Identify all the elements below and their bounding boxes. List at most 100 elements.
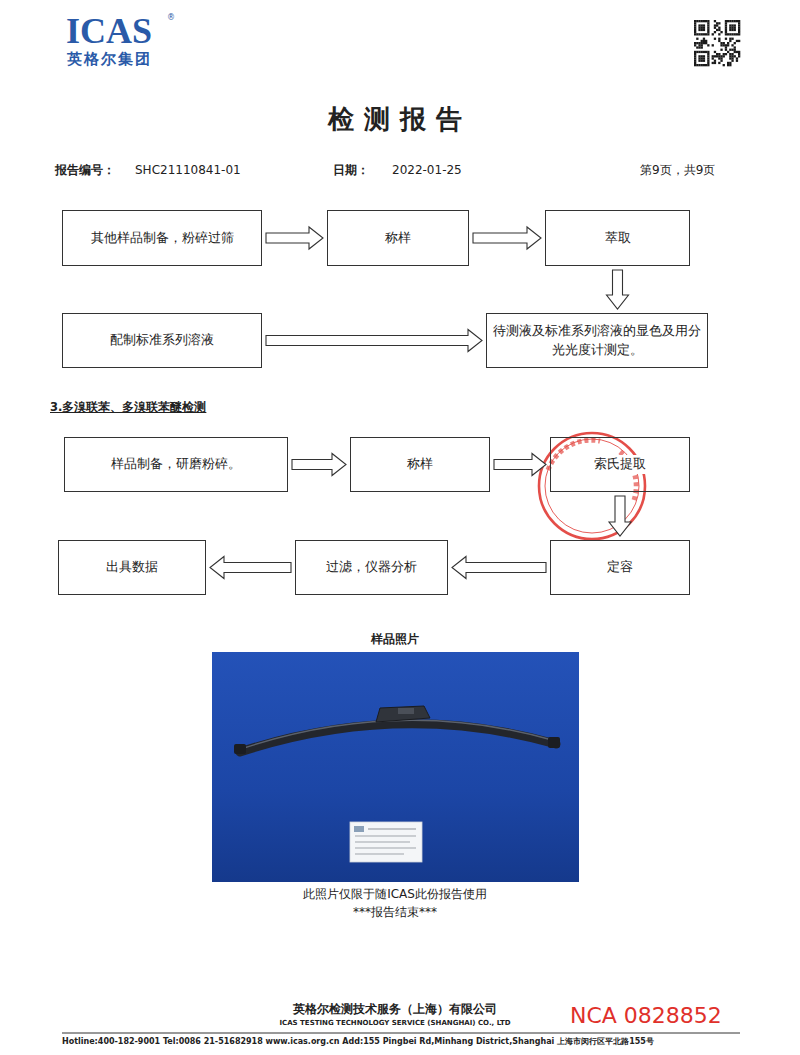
qr-module: [723, 44, 725, 46]
qr-module: [698, 64, 700, 66]
qr-module: [712, 44, 714, 46]
qr-module: [723, 64, 725, 66]
wiper-connector: [376, 706, 430, 722]
qr-module: [736, 40, 738, 42]
qr-module: [725, 49, 727, 51]
qr-module: [738, 31, 740, 33]
qr-module: [696, 33, 698, 35]
tag-line: [355, 848, 416, 849]
qr-module: [705, 20, 707, 22]
qr-module: [720, 42, 722, 44]
qr-module: [725, 24, 727, 26]
qr-module: [694, 64, 696, 66]
qr-module: [725, 44, 727, 46]
qr-module: [720, 57, 722, 59]
qr-module: [727, 42, 729, 44]
qr-module: [738, 51, 740, 53]
qr-module: [701, 60, 703, 62]
qr-module: [712, 57, 714, 59]
qr-module: [734, 55, 736, 57]
qr-module: [729, 27, 731, 29]
qr-module: [738, 24, 740, 26]
qr-module: [696, 42, 698, 44]
process-box: 称样: [350, 437, 490, 492]
qr-module: [718, 53, 720, 55]
qr-module: [736, 20, 738, 22]
flow-arrow: [266, 227, 323, 249]
report-date: 2022-01-25: [392, 163, 462, 177]
qr-module: [729, 62, 731, 64]
qr-module: [729, 24, 731, 26]
qr-module: [723, 42, 725, 44]
qr-module: [694, 44, 696, 46]
qr-module: [694, 24, 696, 26]
qr-module: [694, 31, 696, 33]
qr-module: [698, 42, 700, 44]
qr-module: [694, 53, 696, 55]
field-name: 日期：: [333, 163, 369, 177]
qr-module: [731, 44, 733, 46]
qr-module: [703, 55, 705, 57]
qr-module: [694, 51, 696, 53]
qr-module: [725, 53, 727, 55]
qr-module: [696, 20, 698, 22]
qr-module: [718, 29, 720, 31]
qr-module: [703, 38, 705, 40]
process-box: 萃取: [545, 210, 690, 266]
wiper-blade: [240, 724, 556, 752]
qr-module: [707, 60, 709, 62]
qr-module: [738, 40, 740, 42]
qr-module: [738, 29, 740, 31]
qr-module: [718, 62, 720, 64]
qr-module: [723, 55, 725, 57]
qr-module: [718, 40, 720, 42]
qr-module: [725, 20, 727, 22]
qr-module: [736, 51, 738, 53]
qr-module: [714, 20, 716, 22]
qr-module: [707, 31, 709, 33]
qr-module: [701, 29, 703, 31]
qr-module: [694, 55, 696, 57]
contact-line: Hotline:400-182-9001 Tel:0086 21-5168291…: [62, 1037, 654, 1047]
qr-module: [720, 55, 722, 57]
qr-module: [705, 40, 707, 42]
process-box: 样品制备，研磨粉碎。: [64, 437, 288, 492]
qr-module: [727, 64, 729, 66]
qr-module: [701, 20, 703, 22]
qr-module: [736, 60, 738, 62]
qr-module: [703, 40, 705, 42]
qr-module: [731, 55, 733, 57]
qr-module: [703, 20, 705, 22]
block-arrow: [292, 454, 346, 476]
step-text: 称样: [383, 229, 413, 248]
qr-module: [701, 24, 703, 26]
qr-module: [707, 33, 709, 35]
qr-module: [718, 27, 720, 29]
process-box: 过滤，仪器分析: [295, 540, 448, 595]
qr-module: [738, 27, 740, 29]
qr-module: [701, 27, 703, 29]
qr-module: [707, 20, 709, 22]
qr-module: [705, 33, 707, 35]
qr-module: [736, 57, 738, 59]
qr-module: [703, 27, 705, 29]
qr-module: [727, 33, 729, 35]
step-text: 萃取: [603, 229, 633, 248]
qr-module: [729, 57, 731, 59]
qr-module: [696, 38, 698, 40]
qr-module: [698, 60, 700, 62]
block-arrow: [607, 270, 629, 309]
step-text: 称样: [405, 455, 435, 474]
qr-module: [731, 20, 733, 22]
qr-module: [703, 42, 705, 44]
qr-module: [734, 20, 736, 22]
qr-module: [701, 42, 703, 44]
qr-module: [714, 55, 716, 57]
qr-module: [734, 51, 736, 53]
qr-module: [727, 51, 729, 53]
qr-module: [698, 46, 700, 48]
qr-module: [720, 44, 722, 46]
page-number: 第9页，共9页: [640, 163, 715, 177]
